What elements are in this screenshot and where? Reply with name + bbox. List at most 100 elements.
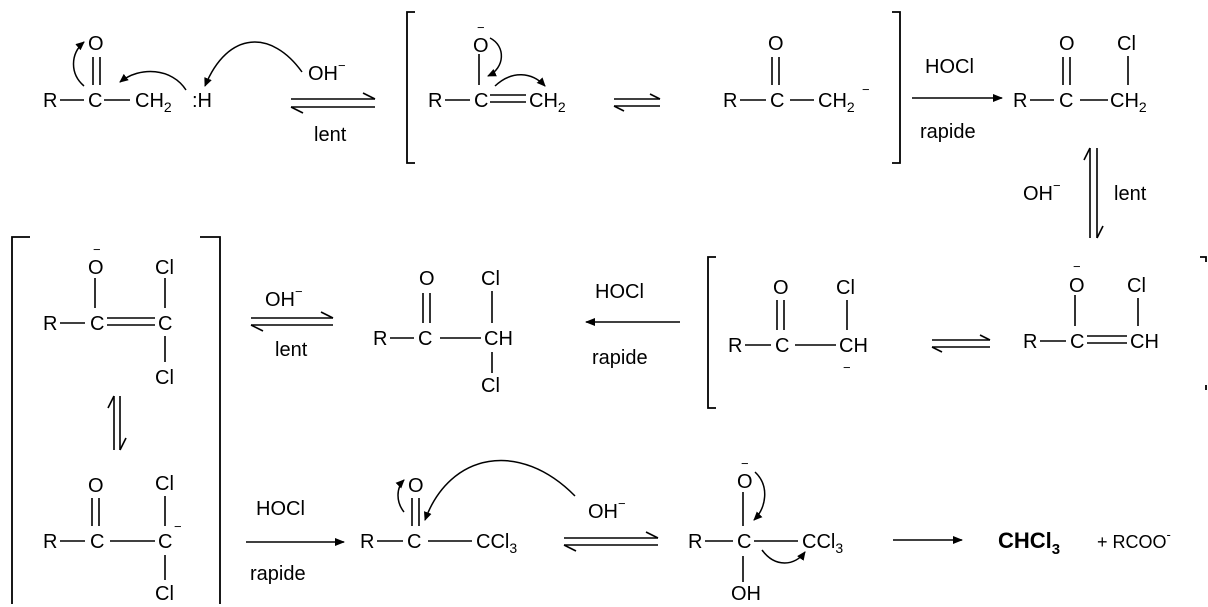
charge-minus: − bbox=[741, 456, 749, 471]
atom-R: R bbox=[723, 90, 737, 112]
rate-label-slow: lent bbox=[1114, 183, 1147, 205]
atom-R: R bbox=[1023, 331, 1037, 353]
carboxylate-product: + RCOO- bbox=[1097, 527, 1171, 552]
tetrahedral-intermediate-structure: R C O − CCl3 OH bbox=[688, 456, 843, 605]
group-CCl3: CCl3 bbox=[802, 531, 843, 556]
acidic-hydrogen: :H bbox=[192, 90, 212, 112]
group-CCl3: CCl3 bbox=[476, 531, 517, 556]
atom-R: R bbox=[373, 328, 387, 350]
atom-C: C bbox=[90, 313, 104, 335]
atom-O: O bbox=[768, 33, 784, 55]
charge-minus: − bbox=[1073, 259, 1081, 274]
atom-Cl: Cl bbox=[481, 375, 500, 397]
dichloroketone-structure: R C O CH Cl Cl bbox=[373, 268, 513, 397]
charge-minus: − bbox=[843, 360, 851, 375]
curved-arrow-ch-to-co bbox=[119, 70, 187, 91]
rate-label-fast: rapide bbox=[592, 347, 648, 369]
hydroxide-ion: OH− bbox=[588, 496, 626, 523]
group-CH2: CH2 bbox=[135, 90, 172, 115]
rate-label-slow: lent bbox=[275, 339, 308, 361]
group-CH: CH bbox=[839, 335, 868, 357]
atom-R: R bbox=[43, 313, 57, 335]
atom-R: R bbox=[360, 531, 374, 553]
atom-R: R bbox=[43, 531, 57, 553]
equilibrium-arrow-chloro bbox=[931, 334, 991, 353]
atom-O: O bbox=[473, 35, 489, 57]
atom-O: O bbox=[88, 257, 104, 279]
chlorination-arrow-1: HOCl rapide bbox=[912, 56, 1003, 143]
group-CH: CH bbox=[484, 328, 513, 350]
vertical-equilibrium-left bbox=[107, 395, 127, 451]
atom-C: C bbox=[775, 335, 789, 357]
atom-C: C bbox=[90, 531, 104, 553]
atom-C: C bbox=[407, 531, 421, 553]
curved-arrow-co-to-o bbox=[395, 479, 405, 513]
atom-Cl: Cl bbox=[1127, 275, 1146, 297]
hydroxide-label: OH− bbox=[1023, 178, 1061, 205]
atom-C: C bbox=[158, 531, 172, 553]
atom-R: R bbox=[1013, 90, 1027, 112]
curved-arrow-o-to-co bbox=[487, 37, 503, 77]
charge-minus: − bbox=[862, 82, 870, 97]
atom-O: O bbox=[88, 33, 104, 55]
atom-C: C bbox=[418, 328, 432, 350]
atom-Cl: Cl bbox=[481, 268, 500, 290]
atom-R: R bbox=[728, 335, 742, 357]
curved-arrow-c-to-ccl3 bbox=[761, 549, 806, 564]
atom-Cl: Cl bbox=[1117, 33, 1136, 55]
final-products: CHCl3 + RCOO- bbox=[998, 527, 1171, 558]
hydroxide-label: OH− bbox=[265, 284, 303, 311]
rate-label-fast: rapide bbox=[920, 121, 976, 143]
atom-C: C bbox=[737, 531, 751, 553]
monochloroketone-structure: R C O CH2 Cl bbox=[1013, 33, 1147, 115]
chloro-carbanion-structure: R C O CH Cl − bbox=[728, 277, 868, 375]
reagent-label: HOCl bbox=[595, 281, 644, 303]
atom-Cl: Cl bbox=[155, 367, 174, 389]
atom-Cl: Cl bbox=[836, 277, 855, 299]
atom-C: C bbox=[158, 313, 172, 335]
dichloro-carbanion-structure: R C O C − Cl Cl bbox=[43, 473, 182, 605]
atom-C: C bbox=[474, 90, 488, 112]
charge-minus: − bbox=[93, 242, 101, 257]
equilibrium-arrow-2: OH− lent bbox=[250, 284, 334, 361]
dichloro-enolate-structure: R C O − C Cl Cl bbox=[43, 242, 174, 389]
atom-C: C bbox=[88, 90, 102, 112]
group-CH2: CH2 bbox=[1110, 90, 1147, 115]
atom-R: R bbox=[688, 531, 702, 553]
equilibrium-arrow-1: lent bbox=[290, 92, 376, 146]
charge-minus: − bbox=[174, 519, 182, 534]
atom-O: O bbox=[737, 471, 753, 493]
atom-C: C bbox=[1070, 331, 1084, 353]
atom-C: C bbox=[770, 90, 784, 112]
trichloroketone-structure: R C O CCl3 OH− bbox=[360, 459, 626, 556]
chloro-carbanion-bracket: R C O CH Cl − bbox=[707, 256, 1207, 409]
equilibrium-arrow-3 bbox=[563, 531, 659, 552]
chlorination-arrow-2: HOCl rapide bbox=[585, 281, 680, 369]
atom-O: O bbox=[1069, 275, 1085, 297]
methyl-ketone-structure: R C O CH2 :H OH− bbox=[43, 33, 346, 115]
chloro-enolate-structure: R C O − CH Cl bbox=[1023, 259, 1159, 353]
chlorination-arrow-3: HOCl rapide bbox=[246, 498, 345, 585]
curved-arrow-cc-to-c bbox=[494, 74, 546, 87]
atom-O: O bbox=[419, 268, 435, 290]
curved-arrow-co-to-o bbox=[72, 41, 85, 87]
atom-O: O bbox=[773, 277, 789, 299]
reagent-label: HOCl bbox=[256, 498, 305, 520]
enolate-carbanion-bracket: R C O − CH2 R C O CH2 − bbox=[406, 11, 901, 164]
curved-arrow-o-to-c bbox=[753, 471, 766, 521]
atom-R: R bbox=[428, 90, 442, 112]
curved-arrow-hydroxide-attack bbox=[204, 41, 303, 87]
group-CH2: CH2 bbox=[818, 90, 855, 115]
group-OH: OH bbox=[731, 583, 761, 605]
rate-label-slow: lent bbox=[314, 124, 347, 146]
atom-Cl: Cl bbox=[155, 257, 174, 279]
carbanion-structure: R C O CH2 − bbox=[723, 33, 870, 115]
atom-Cl: Cl bbox=[155, 473, 174, 495]
atom-C: C bbox=[1059, 90, 1073, 112]
group-CH2: CH2 bbox=[529, 90, 566, 115]
dichloro-intermediates-bracket: R C O − C Cl Cl R C O bbox=[11, 236, 221, 605]
equilibrium-arrow-enolate bbox=[613, 93, 661, 112]
charge-minus: − bbox=[477, 20, 485, 35]
hydroxide-ion: OH− bbox=[308, 58, 346, 85]
